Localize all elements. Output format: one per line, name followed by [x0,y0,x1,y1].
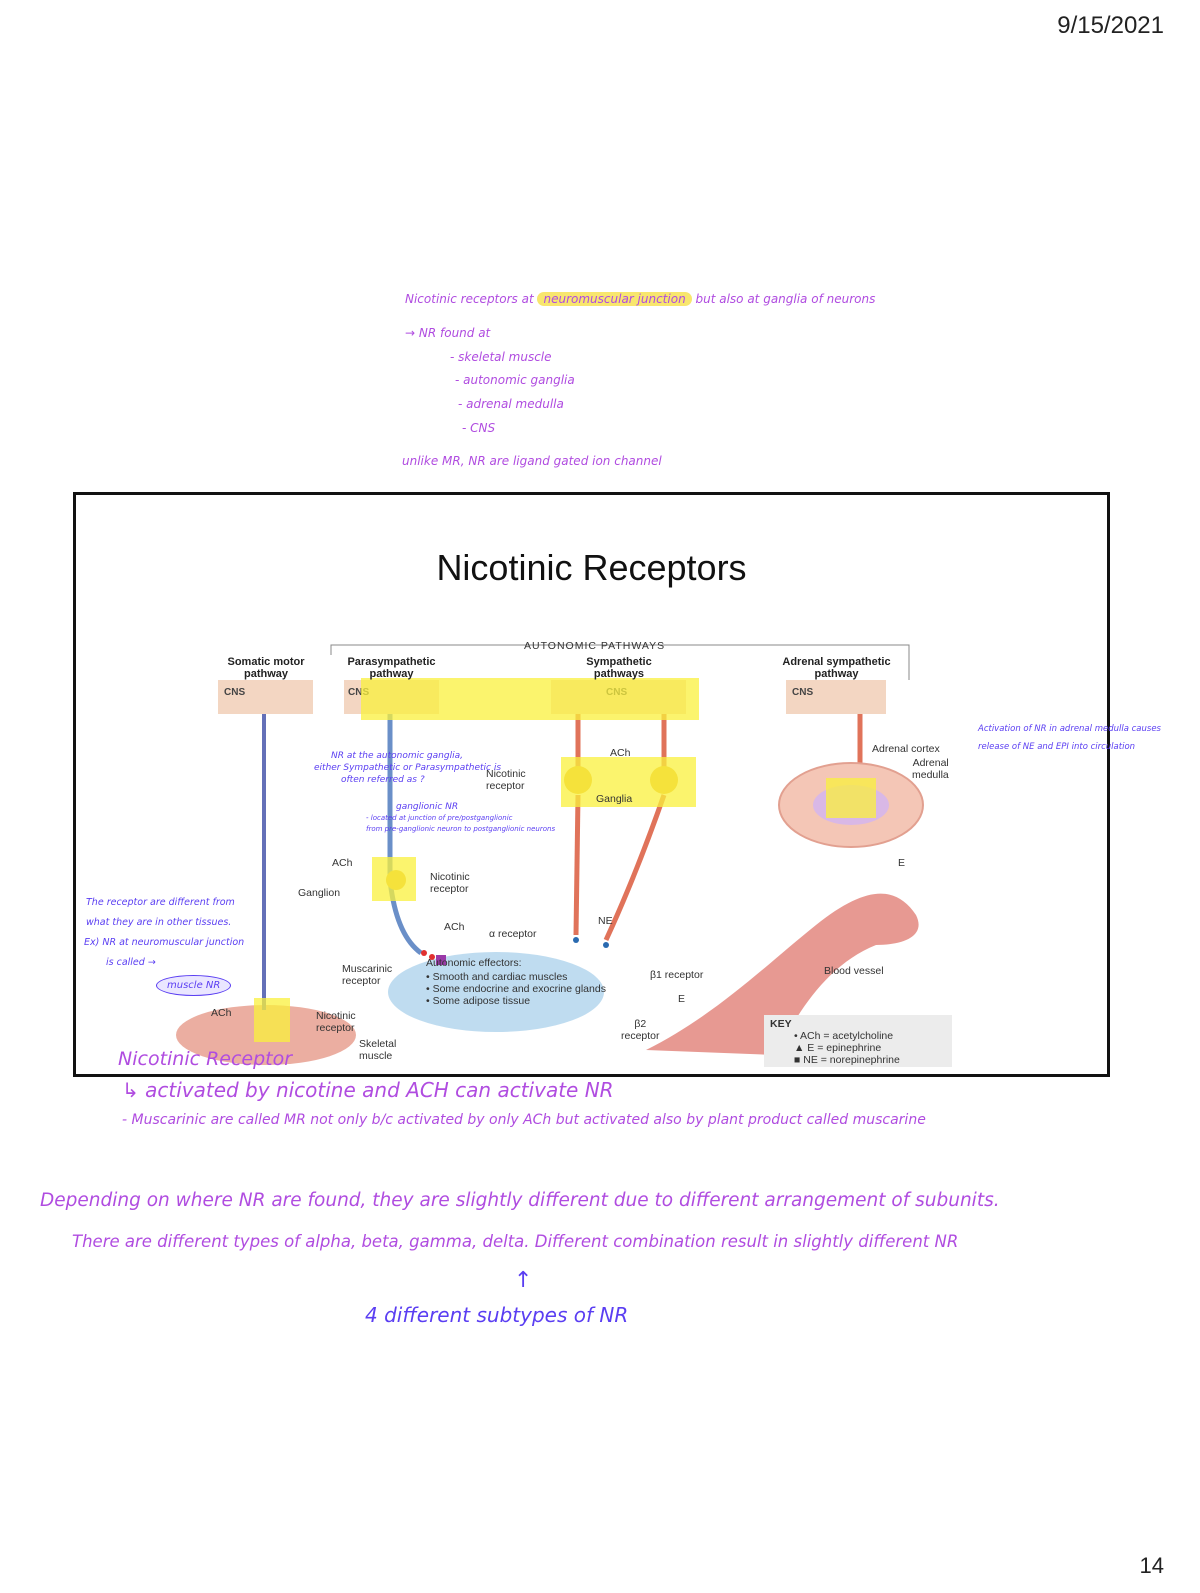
label-sym: Sympathetic pathways [586,656,652,680]
annot-parasym-5: - located at junction of pre/postganglio… [366,814,513,822]
note-line1: Nicotinic receptors at neuromuscular jun… [405,292,875,306]
annot-parasym-1: NR at the autonomic ganglia, [331,751,463,761]
annot-left-1: The receptor are different from [86,897,235,908]
cns-label-somatic: CNS [224,687,246,698]
note-bullet-2: - autonomic ganglia [455,373,575,387]
label-beta2: β2 receptor [621,1018,660,1042]
note-bottom-2: ↳ activated by nicotine and ACH can acti… [122,1078,614,1102]
cns-label-adrenal: CNS [792,687,814,698]
label-nicotinic-somatic: Nicotinic receptor [316,1010,356,1034]
label-nicotinic-sym: Nicotinic receptor [486,768,526,792]
note-line2: → NR found at [405,326,491,340]
label-adrenal-cortex: Adrenal cortex [872,743,940,755]
note-bottom-6: 4 different subtypes of NR [365,1303,629,1327]
annot-left-3: Ex) NR at neuromuscular junction [84,937,245,948]
note-bullet-4: - CNS [462,421,496,435]
highlight-adrenal [826,778,876,818]
note-bottom-4: Depending on where NR are found, they ar… [40,1190,1000,1211]
annot-left-4: is called → [106,957,156,968]
annot-parasym-2: either Sympathetic or Parasympathetic is [314,763,502,773]
effectors-ellipse [388,952,604,1032]
label-e-effector: E [678,993,686,1005]
label-effector-3: • Some adipose tissue [426,995,531,1007]
highlight-cns [361,678,699,720]
note-bullet-3: - adrenal medulla [458,397,564,411]
highlight-ganglion [372,857,416,901]
label-autonomic-pathways: AUTONOMIC PATHWAYS [524,640,666,652]
label-e-adrenal: E [898,857,906,869]
note-bullet-1: - skeletal muscle [450,350,552,364]
label-ach-parasym: ACh [332,857,353,869]
label-effector-2: • Some endocrine and exocrine glands [426,983,606,995]
key-item-3: ■ NE = norepinephrine [794,1054,900,1066]
note-bottom-1: Nicotinic Receptor [118,1048,293,1070]
label-adrenal-medulla: Adrenal medulla [912,757,949,781]
note-line1-post: but also at ganglia of neurons [691,292,876,306]
cns-box-adrenal [786,680,886,714]
label-beta1: β1 receptor [650,969,704,981]
label-alpha-receptor: α receptor [489,928,537,940]
note-line1-pre: Nicotinic receptors at [405,292,538,306]
label-skeletal-muscle: Skeletal muscle [359,1038,397,1062]
annot-parasym-6: from pre-ganglionic neuron to postgangli… [366,825,556,833]
label-effector-1: • Smooth and cardiac muscles [426,971,568,983]
highlight-ganglia [561,757,696,807]
label-ach-somatic: ACh [211,1007,232,1019]
highlight-skeletal-nr [254,998,290,1042]
note-bottom-3: - Muscarinic are called MR not only b/c … [122,1112,926,1128]
key-title: KEY [770,1018,792,1030]
annot-adrenal-1: Activation of NR in adrenal medulla caus… [978,724,1161,734]
label-ne: NE [598,915,613,927]
date: 9/15/2021 [1057,12,1164,39]
label-somatic: Somatic motor pathway [227,656,305,680]
note-bottom-arrow: ↑ [514,1268,533,1293]
label-adrenal: Adrenal sympathetic pathway [782,656,891,680]
note-line3: unlike MR, NR are ligand gated ion chann… [402,454,662,468]
slide-frame: Nicotinic Receptors [73,492,1110,1077]
cns-label-parasym: CNS [348,687,370,698]
label-muscarinic: Muscarinic receptor [342,963,393,987]
annot-adrenal-2: release of NE and EPI into circulation [978,742,1136,752]
page-number: 14 [1139,1553,1164,1578]
note-line1-highlight: neuromuscular junction [537,292,692,306]
annot-left-circle: muscle NR [156,975,232,996]
note-bottom-5: There are different types of alpha, beta… [72,1232,959,1251]
label-effectors-title: Autonomic effectors: [426,957,522,969]
label-blood-vessel: Blood vessel [824,965,884,977]
annot-parasym-3: often referred as ? [341,775,425,785]
key-item-2: ▲ E = epinephrine [794,1042,882,1054]
label-nicotinic-parasym: Nicotinic receptor [430,871,470,895]
label-ganglion: Ganglion [298,887,341,899]
label-ach-muscarinic: ACh [444,921,465,933]
annot-left-2: what they are in other tissues. [86,917,232,928]
annot-parasym-4: ganglionic NR [396,802,459,812]
key-item-1: • ACh = acetylcholine [794,1030,894,1042]
blood-vessel-shape [646,893,919,1055]
key-box: KEY • ACh = acetylcholine ▲ E = epinephr… [764,1015,952,1067]
label-parasym: Parasympathetic pathway [347,656,436,680]
label-ach-sym: ACh [610,747,631,759]
cns-box-somatic [218,680,313,714]
label-ganglia: Ganglia [596,793,633,805]
slide-title: Nicotinic Receptors [436,547,747,588]
